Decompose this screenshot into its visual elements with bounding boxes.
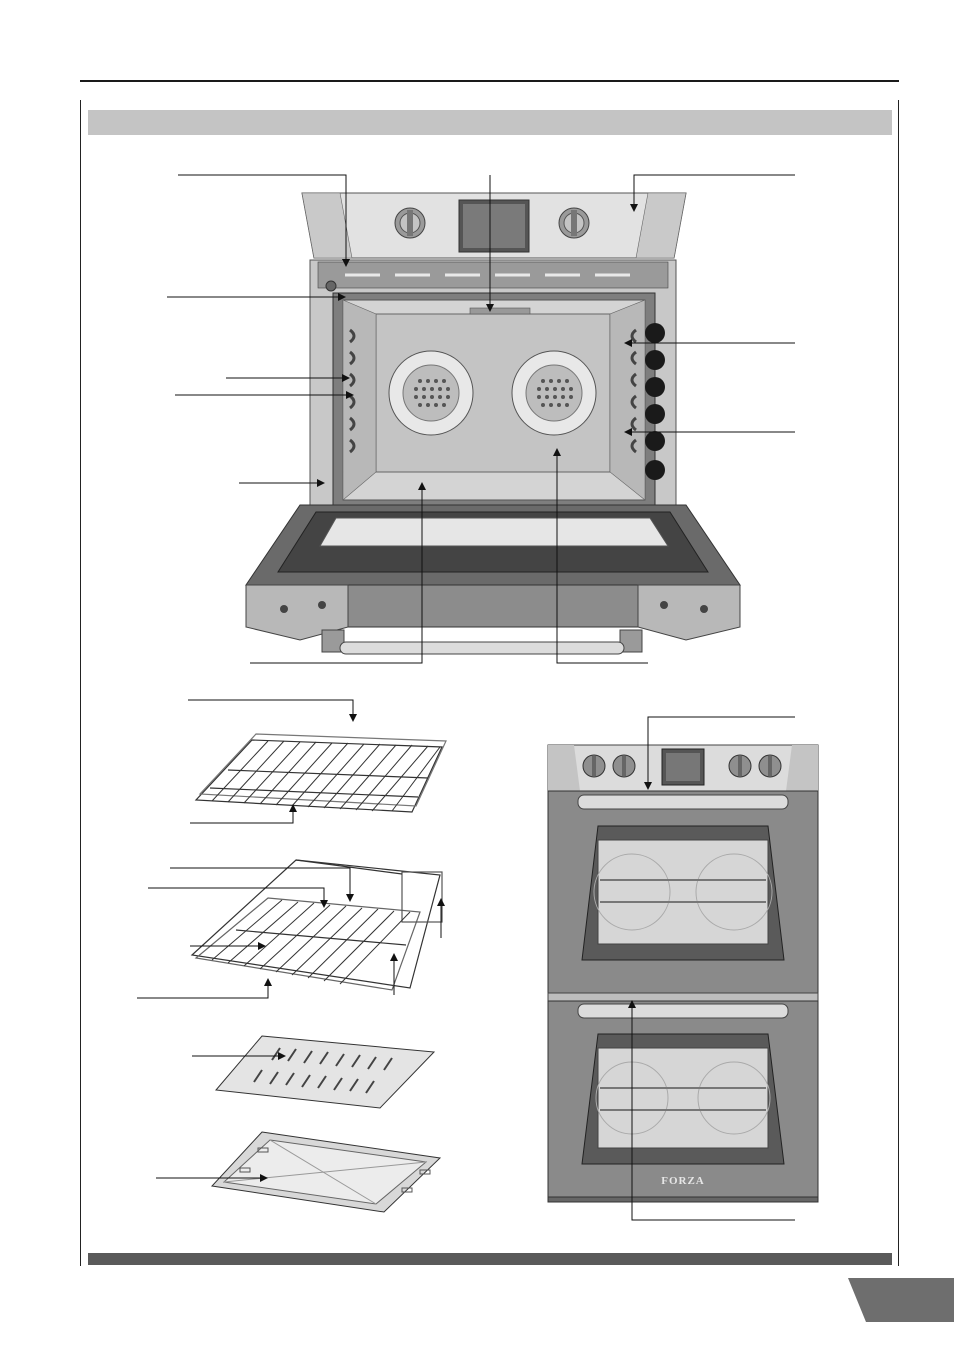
top-rule <box>80 80 899 82</box>
control-knob-icon <box>728 754 752 778</box>
frame-left-line <box>80 100 81 1266</box>
callout-lines-single-oven <box>167 174 795 664</box>
broil-pan <box>210 1131 442 1213</box>
control-knob-icon <box>394 207 426 239</box>
section-header-band <box>88 110 892 135</box>
control-knob-icon <box>612 754 636 778</box>
frame-right-line <box>898 100 899 1266</box>
rack-position-markers <box>645 323 665 480</box>
control-knob-icon <box>582 754 606 778</box>
page-tab <box>848 1278 954 1322</box>
double-wall-oven: FORZA <box>547 744 819 1203</box>
convection-fan-icon <box>388 350 474 436</box>
control-knob-icon <box>758 754 782 778</box>
telescopic-glide-rack <box>190 859 443 991</box>
convection-fan-icon <box>511 350 597 436</box>
callout-lines-telescopic-rack <box>137 867 445 999</box>
section-footer-band <box>88 1253 892 1265</box>
brand-badge: FORZA <box>661 1175 705 1187</box>
door-handle <box>321 629 643 655</box>
single-wall-oven-open <box>245 192 741 655</box>
control-knob-icon <box>558 207 590 239</box>
wire-rack <box>194 733 447 813</box>
door-handle <box>577 794 789 810</box>
door-handle <box>577 1003 789 1019</box>
callout-lines-wire-rack <box>188 699 357 824</box>
broil-pan-insert <box>215 1035 436 1109</box>
callout-lines-double-oven <box>628 716 795 1221</box>
